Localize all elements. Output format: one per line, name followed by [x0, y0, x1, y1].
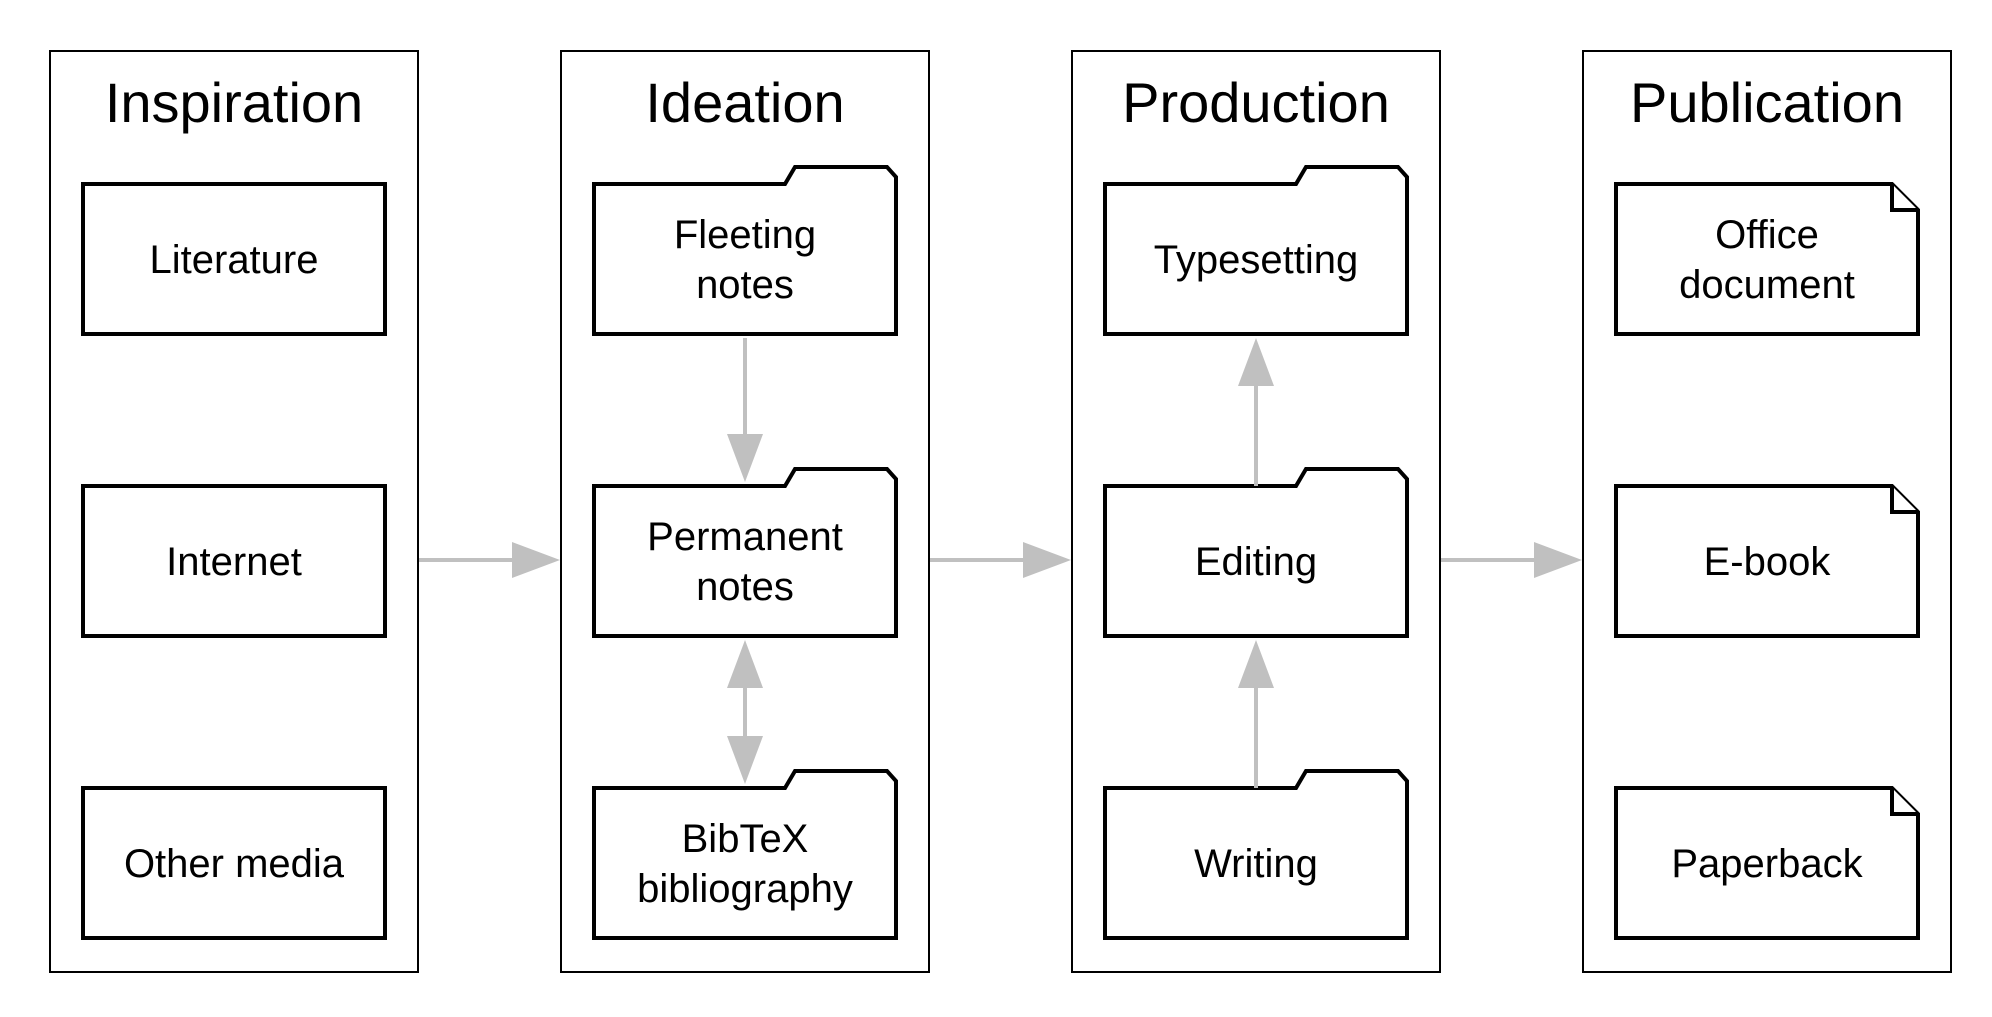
document-icon — [1614, 484, 1920, 638]
lane-title: Inspiration — [105, 71, 363, 134]
node-label: notes — [696, 565, 794, 609]
node-typesetting: Typesetting — [1103, 165, 1409, 336]
edge-ideation-to-production — [930, 542, 1071, 578]
node-editing: Editing — [1103, 467, 1409, 638]
node-label: BibTeX — [682, 817, 809, 861]
edge-fleeting-notes-to-permanent-notes — [727, 338, 763, 482]
folder-icon — [1103, 769, 1409, 940]
lane-title: Production — [1122, 71, 1390, 134]
arrow-right-icon — [512, 542, 560, 578]
edges-layer — [419, 338, 1582, 788]
node-other-media: Other media — [81, 786, 387, 940]
node-label: bibliography — [637, 867, 853, 911]
node-label: Permanent — [647, 515, 843, 559]
node-label: E-book — [1704, 540, 1832, 584]
node-paperback: Paperback — [1614, 786, 1920, 940]
folder-icon — [1103, 467, 1409, 638]
node-fleeting-notes: Fleeting notes — [592, 165, 898, 336]
arrow-up-icon — [727, 640, 763, 688]
document-icon — [1614, 182, 1920, 336]
node-label: Office — [1715, 213, 1819, 257]
arrow-right-icon — [1023, 542, 1071, 578]
document-icon — [1614, 786, 1920, 940]
node-internet: Internet — [81, 484, 387, 638]
arrow-down-icon — [727, 736, 763, 784]
node-label: Fleeting — [674, 213, 816, 257]
arrow-up-icon — [1238, 640, 1274, 688]
arrow-down-icon — [727, 434, 763, 482]
node-label: Editing — [1195, 540, 1317, 584]
node-label: Internet — [166, 540, 302, 584]
lane-ideation: IdeationFleetingnotesPermanentnotesBibTe… — [560, 50, 930, 973]
edge-production-to-publication — [1441, 542, 1582, 578]
rectangle-shape — [81, 484, 387, 638]
folder-icon — [1103, 165, 1409, 336]
node-writing: Writing — [1103, 769, 1409, 940]
node-literature: Literature — [81, 182, 387, 336]
edge-editing-to-typesetting — [1238, 338, 1274, 486]
edge-permanent-notes-to-bibtex-bibliography — [727, 640, 763, 784]
node-office-document: Office document — [1614, 182, 1920, 336]
node-label: document — [1679, 263, 1855, 307]
node-permanent-notes: Permanent notes — [592, 467, 898, 638]
folder-icon — [592, 467, 898, 638]
edge-inspiration-to-ideation — [419, 542, 560, 578]
node-label: Writing — [1194, 842, 1318, 886]
arrow-right-icon — [1534, 542, 1582, 578]
lane-title: Publication — [1630, 71, 1904, 134]
document-fold-icon — [1890, 184, 1918, 212]
folder-icon — [592, 165, 898, 336]
lane-title: Ideation — [645, 71, 844, 134]
node-bibtex-bibliography: BibTeX bibliography — [592, 769, 898, 940]
node-label: notes — [696, 263, 794, 307]
arrow-up-icon — [1238, 338, 1274, 386]
node-e-book: E-book — [1614, 484, 1920, 638]
node-label: Other media — [124, 842, 345, 886]
rectangle-shape — [81, 786, 387, 940]
folder-icon — [592, 769, 898, 940]
document-fold-icon — [1890, 486, 1918, 514]
rectangle-shape — [81, 182, 387, 336]
edge-writing-to-editing — [1238, 640, 1274, 788]
node-label: Typesetting — [1154, 238, 1359, 282]
node-label: Literature — [150, 238, 319, 282]
document-fold-icon — [1890, 788, 1918, 816]
node-label: Paperback — [1671, 842, 1863, 886]
